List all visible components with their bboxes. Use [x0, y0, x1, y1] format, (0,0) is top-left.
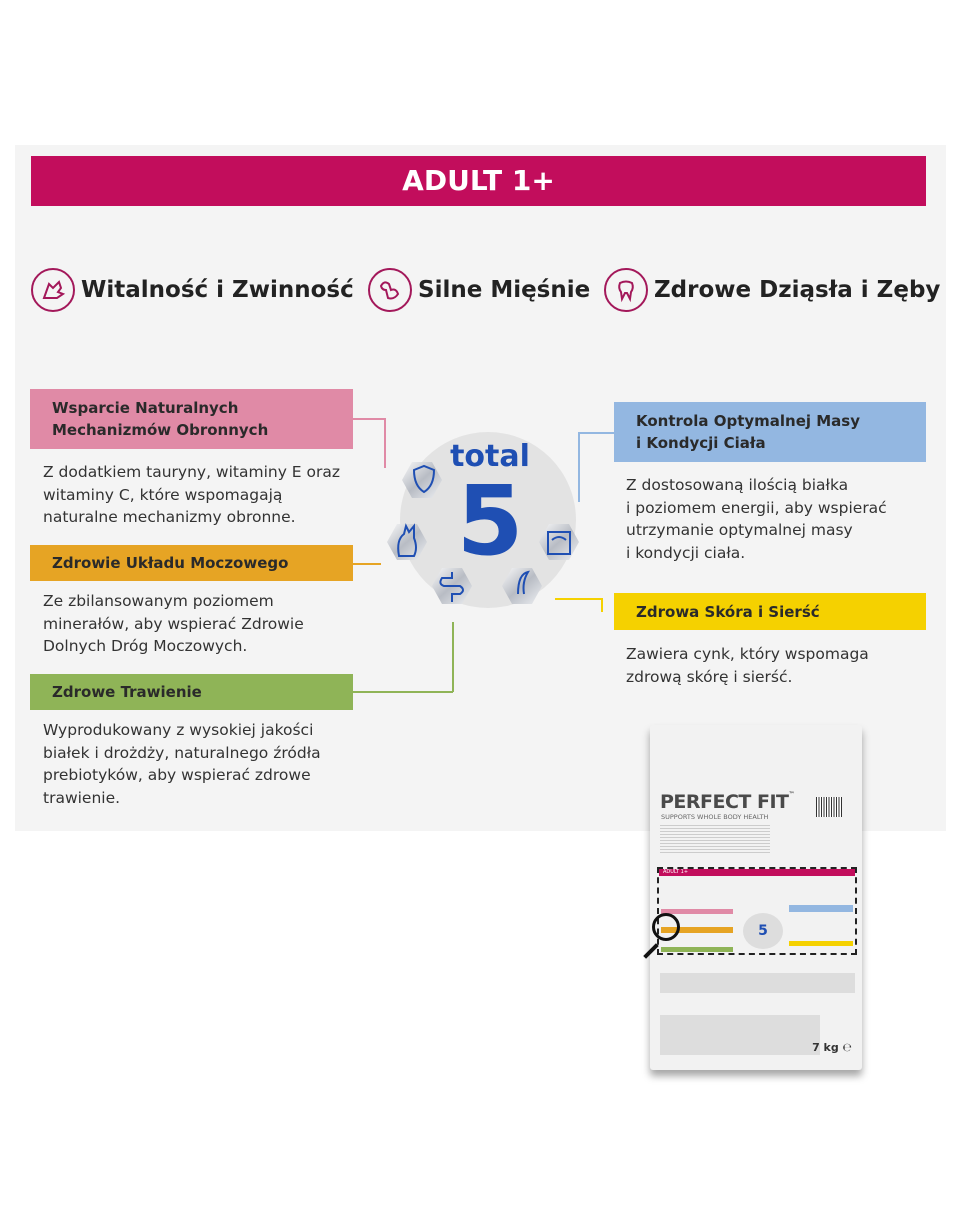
barcode	[816, 797, 842, 817]
feature-immune-text: Z dodatkiem tauryny, witaminy E oraz wit…	[43, 463, 341, 526]
mini-total5: 5	[743, 913, 783, 949]
connector-line	[555, 598, 602, 600]
connector-line	[578, 432, 580, 502]
feature-immune-label: Wsparcie Naturalnych Mechanizmów Obronny…	[30, 389, 353, 449]
connector-line	[353, 691, 453, 693]
total5-hub: total 5	[384, 428, 582, 612]
feature-weight-label: Kontrola Optymalnej Masy i Kondycji Ciał…	[614, 402, 926, 462]
benefit-teeth: Zdrowe Dziąsła i Zęby	[604, 268, 940, 312]
feature-urinary-label: Zdrowie Układu Moczowego	[30, 545, 353, 581]
benefit-label: Zdrowe Dziąsła i Zęby	[654, 277, 941, 303]
benefit-label: Witalność i Zwinność	[81, 277, 354, 303]
connector-line	[384, 418, 386, 468]
connector-line	[578, 432, 614, 434]
muscle-icon	[368, 268, 412, 312]
connector-line	[452, 622, 454, 692]
magnifier-icon	[652, 913, 680, 941]
feature-skin-text: Zawiera cynk, który wspomaga zdrową skór…	[626, 645, 869, 686]
shield-virus-icon	[402, 462, 442, 498]
feature-skin-label: Zdrowa Skóra i Sierść	[614, 593, 926, 630]
connector-line	[601, 598, 603, 612]
package-weight: 7 kg ℮	[812, 1041, 852, 1054]
intestine-icon	[432, 568, 472, 604]
zoom-highlight-box: ADULT 1+ 5	[657, 867, 857, 955]
cat-urinary-icon	[387, 523, 427, 560]
brand-logo: PERFECT FIT™	[660, 791, 795, 813]
title-banner: ADULT 1+	[31, 156, 926, 206]
package-fineprint	[660, 825, 770, 855]
benefit-label: Silne Mięśnie	[418, 277, 591, 303]
cat-paw-icon	[31, 268, 75, 312]
mini-banner: ADULT 1+	[659, 869, 855, 876]
benefit-muscles: Silne Mięśnie	[368, 268, 590, 312]
hair-follicle-icon	[502, 568, 542, 604]
feature-urinary-text: Ze zbilansowanym poziomem minerałów, aby…	[43, 592, 304, 655]
product-package: PERFECT FIT™ SUPPORTS WHOLE BODY HEALTH …	[643, 725, 862, 1070]
feature-weight-text: Z dostosowaną ilością białka i poziomem …	[626, 476, 887, 562]
benefit-vitality: Witalność i Zwinność	[31, 268, 354, 312]
connector-line	[353, 418, 385, 420]
total-number: 5	[457, 465, 524, 577]
feature-digestion-label: Zdrowe Trawienie	[30, 674, 353, 710]
brand-tagline: SUPPORTS WHOLE BODY HEALTH	[661, 813, 769, 821]
connector-line	[353, 563, 381, 565]
weighing-scale-icon	[539, 524, 579, 560]
feature-digestion-text: Wyprodukowany z wysokiej jakości białek …	[43, 721, 321, 807]
tooth-icon	[604, 268, 648, 312]
total-word: total	[450, 439, 530, 474]
